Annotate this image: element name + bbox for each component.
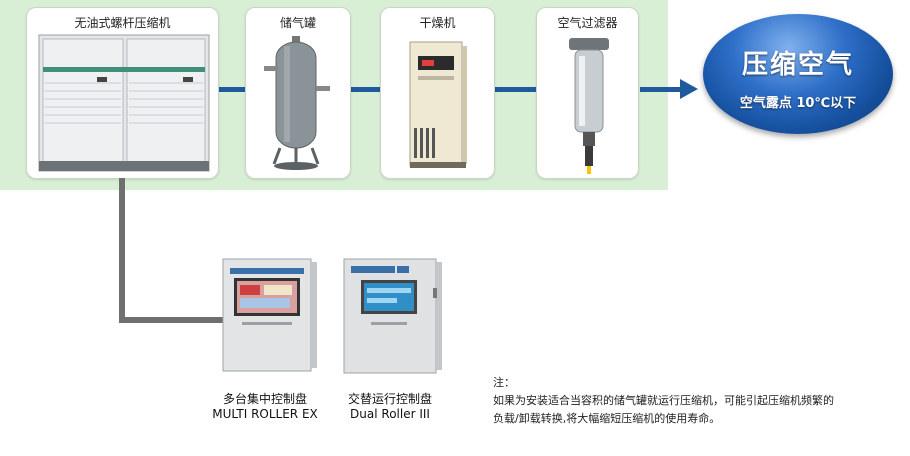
dual-roller-panel-image — [343, 258, 442, 374]
compressor-label: 无油式螺杆压缩机 — [74, 16, 171, 30]
pipe-filter-to-output — [640, 87, 684, 92]
air-tank-label: 储气罐 — [279, 16, 316, 30]
compressed-air-output: 压缩空气 空气露点 10℃以下 — [703, 14, 893, 134]
air-tank-image — [264, 36, 330, 170]
note-block: 注： 如果为安装适合当容积的储气罐就运行压缩机，可能引起压缩机频繁的 负载/卸载… — [493, 374, 903, 428]
control-wire-horizontal — [119, 317, 225, 323]
compressed-air-title: 压缩空气 — [741, 50, 854, 80]
note-line-1: 如果为安装适合当容积的储气罐就运行压缩机，可能引起压缩机频繁的 — [493, 394, 834, 407]
dual-roller-label: 交替运行控制盘 Dual Roller III — [330, 392, 450, 422]
air-filter-card: 空气过滤器 — [536, 7, 639, 179]
air-filter-image — [569, 38, 609, 174]
dryer-image — [409, 41, 467, 168]
dryer-label: 干燥机 — [419, 16, 456, 30]
pipe-tank-to-dryer — [350, 87, 380, 92]
dryer-card: 干燥机 — [380, 7, 495, 179]
control-wire-vertical — [119, 178, 125, 323]
air-filter-label: 空气过滤器 — [557, 16, 618, 30]
dual-roller-name-cn: 交替运行控制盘 — [347, 392, 432, 406]
compressor-card: 无油式螺杆压缩机 — [26, 7, 219, 179]
flow-arrow-icon — [680, 79, 698, 99]
pipe-compressor-to-tank — [218, 87, 246, 92]
pipe-dryer-to-filter — [494, 87, 536, 92]
multi-roller-label: 多台集中控制盘 MULTI ROLLER EX — [200, 392, 330, 422]
dew-point-text: 空气露点 10℃以下 — [739, 96, 857, 111]
air-tank-card: 储气罐 — [245, 7, 351, 179]
compressor-image — [38, 34, 210, 172]
note-line-2: 负载/卸载转换,将大幅缩短压缩机的使用寿命。 — [493, 412, 721, 425]
note-heading: 注： — [493, 376, 515, 389]
multi-roller-name-en: MULTI ROLLER EX — [212, 407, 318, 421]
dual-roller-name-en: Dual Roller III — [350, 407, 430, 421]
multi-roller-panel-image — [222, 258, 317, 372]
multi-roller-name-cn: 多台集中控制盘 — [222, 392, 307, 406]
